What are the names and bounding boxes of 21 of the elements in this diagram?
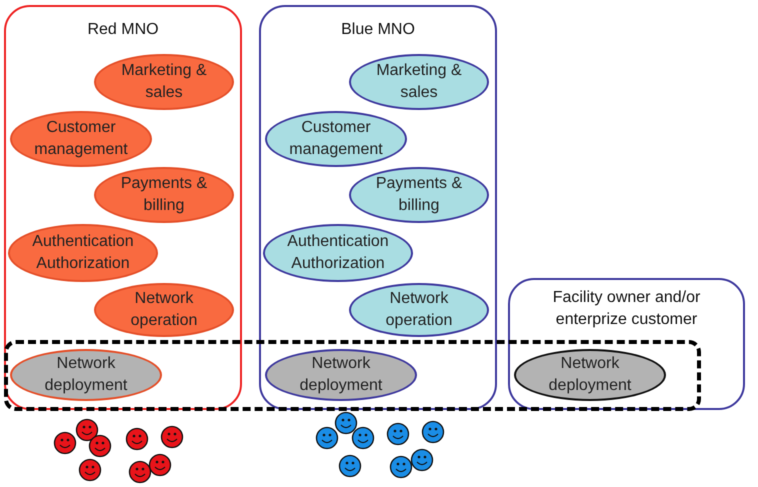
function-ellipse	[263, 224, 413, 282]
organization-panel	[4, 5, 242, 410]
function-label: Network deployment	[298, 354, 384, 396]
function-label: Authentication Authorization	[31, 232, 135, 274]
function-label: Customer management	[288, 118, 384, 160]
function-label: Network deployment	[548, 354, 632, 396]
function-label: Marketing & sales	[375, 60, 463, 103]
panel-heading: Facility owner and/or enterprize customer	[552, 288, 702, 330]
function-label: Payments & billing	[120, 174, 208, 216]
panel-heading: Red MNO	[86, 20, 160, 40]
function-label: Network deployment	[44, 354, 128, 396]
function-label: Authentication Authorization	[286, 232, 390, 274]
function-label: Customer management	[33, 118, 129, 160]
function-label: Payments & billing	[375, 174, 463, 216]
function-ellipse	[8, 224, 158, 282]
function-label: Marketing & sales	[120, 60, 208, 103]
organization-panel	[259, 5, 497, 410]
function-label: Network operation	[130, 288, 198, 331]
function-label: Network operation	[384, 288, 454, 331]
dashed-outline-box	[4, 340, 701, 411]
panel-heading: Blue MNO	[340, 20, 416, 40]
